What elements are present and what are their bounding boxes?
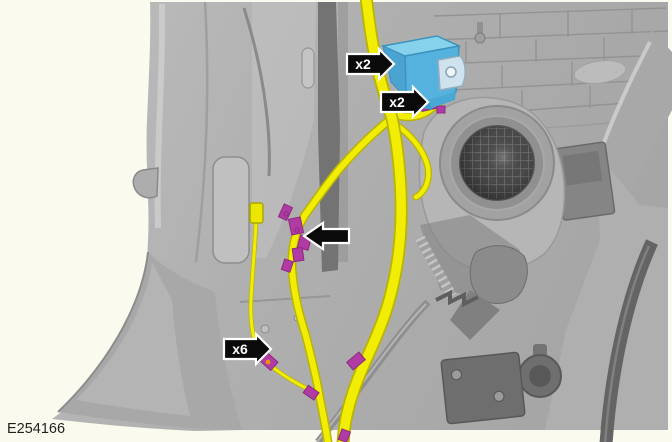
callout-x6-label: x6 [232, 341, 248, 357]
module-mounting-tab [437, 55, 466, 91]
callout-arrow-right-icon [379, 84, 430, 120]
callout-arrow-right-icon [345, 46, 396, 82]
b-pillar [154, 1, 348, 263]
callout-x2-lower-label: x2 [389, 94, 405, 110]
figure-id-label: E254166 [7, 421, 65, 437]
pillar-trim-strip [318, 2, 340, 272]
callout-x2-upper-label: x2 [355, 56, 371, 72]
side-bracket [553, 141, 616, 221]
harness-clips [302, 351, 367, 442]
callout-x2-upper: x2 [345, 46, 396, 82]
door-check-hook [132, 167, 159, 199]
floor-grommet [518, 344, 562, 398]
callout-arrow-plain [302, 220, 351, 252]
mounting-hole [445, 66, 457, 78]
firewall-bolt [474, 22, 486, 44]
callout-x6: x6 [222, 331, 273, 367]
pillar-recess [212, 156, 250, 264]
callout-arrow-right-icon [222, 331, 273, 367]
firewall-emboss [573, 60, 627, 84]
a-pillar [596, 30, 672, 205]
bracket-fins [435, 289, 479, 308]
pedal-assembly [415, 215, 658, 442]
inline-connector-yellow [249, 202, 264, 224]
dash-side-panel [545, 152, 668, 430]
callout-x2-lower: x2 [379, 84, 430, 120]
grey-cable-highlight [316, 303, 427, 442]
callout-arrow-left-icon [302, 220, 351, 252]
floor-bracket [440, 351, 526, 425]
pillar-slot [301, 47, 315, 89]
